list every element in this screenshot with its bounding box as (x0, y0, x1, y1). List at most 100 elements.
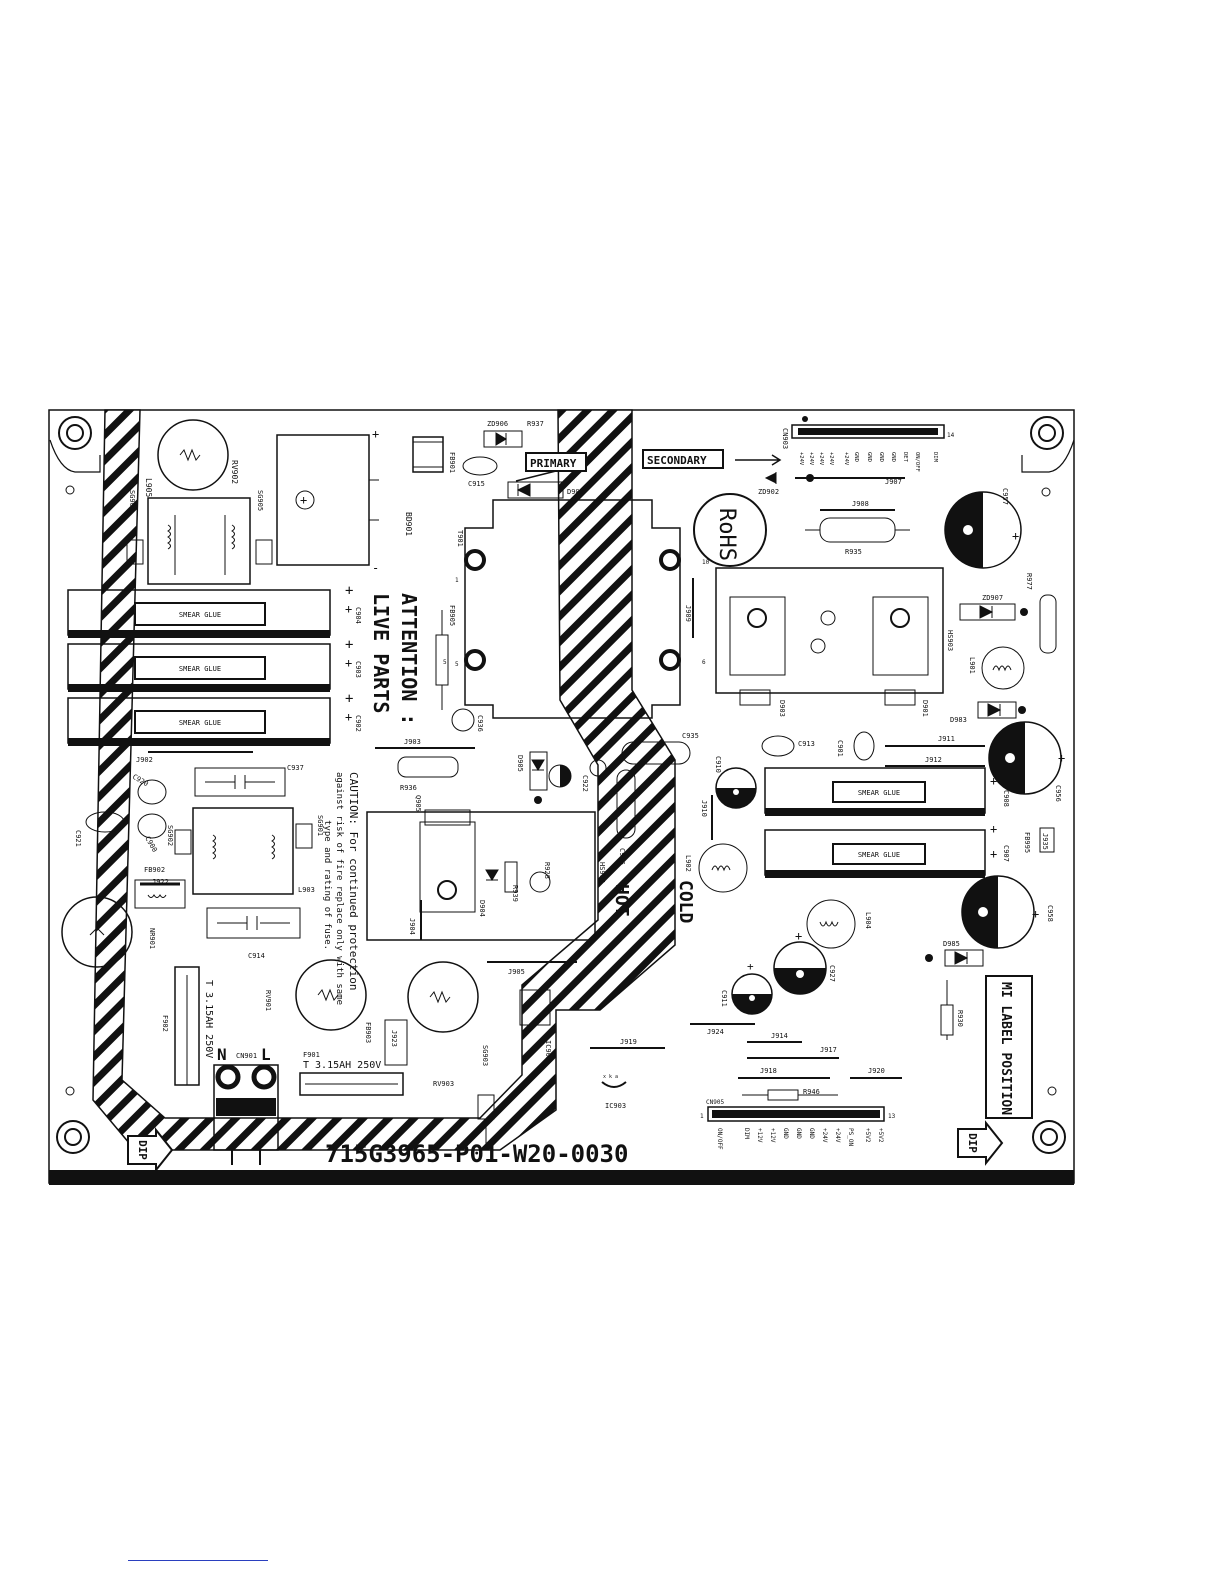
transformer-t901 (464, 499, 681, 719)
label-j904: J904 (408, 918, 416, 935)
label-ic902: IC902 (544, 1040, 552, 1061)
spark-gap-sg902 (174, 829, 192, 855)
resistor-r977 (1039, 594, 1057, 654)
inductor-l901 (981, 646, 1025, 690)
label-c908: C908 (1002, 790, 1010, 807)
smear-glue-label: SMEAR GLUE (858, 789, 900, 797)
ferrite-fb995 (1039, 827, 1055, 853)
capacitor-c936 (451, 708, 475, 732)
mounting-hole-bottom-right (1032, 1120, 1066, 1154)
label-j919: J919 (620, 1038, 637, 1046)
svg-text:+: + (795, 929, 802, 943)
label-j907: J907 (885, 478, 902, 486)
smear-glue-label: SMEAR GLUE (179, 611, 221, 619)
diode-d905 (529, 751, 548, 791)
spark-gap-sg905 (255, 539, 273, 565)
label-cn905: CN905 (706, 1099, 724, 1106)
cn905-pin-label: +24V (834, 1128, 841, 1143)
label-hs905: HS905 (598, 862, 606, 883)
capacitor-c903: SMEAR GLUE ++ C903 (67, 637, 362, 692)
mounting-hole-bottom-left (56, 1120, 90, 1154)
label-c922: C922 (581, 775, 589, 792)
label-rv902: RV902 (230, 460, 239, 484)
capacitor-c937 (194, 767, 286, 797)
cn905-pin-first: 1 (700, 1113, 704, 1120)
resistor-r939 (504, 861, 518, 893)
heatsink-hs903 (715, 567, 944, 694)
label-sg903: SG903 (481, 1045, 489, 1066)
label-c956: C956 (1054, 785, 1062, 802)
label-c921: C921 (74, 830, 82, 847)
t901-pin6: 6 (702, 659, 706, 666)
cn903-pin-label: DIM (932, 452, 938, 463)
label-d905: D905 (516, 755, 524, 772)
resistor-r930 (940, 1004, 954, 1036)
label-d983: D983 (950, 716, 967, 724)
svg-text:+: + (1012, 529, 1019, 543)
fuse-f901-rating: T 3.15AH 250V (303, 1060, 381, 1071)
capacitor-c913 (761, 735, 795, 757)
cn903-pin-label: +24V (808, 452, 814, 466)
label-r937: R937 (527, 420, 544, 428)
label-c911: C911 (720, 990, 728, 1007)
label-d902: D902 (567, 488, 584, 496)
dip-arrow-right: DIP (957, 1120, 1004, 1166)
cn905-pin-labels: ON/OFF DIM +12V +12V GND GND GND +24V +2… (716, 1128, 884, 1150)
cn905-pin-label: ON/OFF (716, 1128, 723, 1150)
label-j924: J924 (707, 1028, 724, 1036)
ferrite-fb903 (384, 1019, 408, 1066)
label-bd901: BD901 (404, 512, 413, 536)
cn903-pin-label: DET (902, 452, 908, 463)
hot-zone-label: HOT (611, 884, 632, 917)
label-j920: J920 (868, 1067, 885, 1075)
capacitor-c901 (853, 731, 875, 761)
zener-zd907 (959, 603, 1016, 621)
label-c936: C936 (476, 715, 484, 732)
label-c910: C910 (714, 756, 722, 773)
mount-tab-left (49, 439, 101, 473)
resistor-r935 (819, 517, 896, 543)
rectifier-d903 (729, 596, 786, 676)
label-c958: C958 (1046, 905, 1054, 922)
label-j935: J935 (1041, 833, 1049, 850)
zener-zd902 (764, 472, 777, 484)
label-r928: R928 (543, 862, 551, 879)
isolation-track (92, 409, 676, 1151)
capacitor-c908: SMEAR GLUE + C908 (764, 767, 1010, 816)
label-d903: D903 (778, 700, 786, 717)
label-r939: R939 (511, 885, 519, 902)
ic903-pins: x k a (603, 1074, 618, 1080)
label-j923: J923 (390, 1030, 398, 1047)
label-j912: J912 (925, 756, 942, 764)
live-parts-heading: LIVE PARTS (369, 593, 393, 713)
capacitor-c904: SMEAR GLUE ++ C904 (67, 583, 362, 638)
screw-icon (65, 1086, 75, 1096)
label-q905: Q905 (414, 795, 422, 812)
cn903-pin-label: GND (866, 452, 872, 462)
label-zd907: ZD907 (982, 594, 1003, 602)
label-fb905: FB905 (448, 605, 456, 626)
mi-label-text: MI LABEL POSITION (998, 982, 1013, 1115)
varistor-rv901 (295, 959, 367, 1031)
label-c957: C957 (1001, 488, 1009, 505)
label-fb901: FB901 (448, 452, 456, 473)
label-rv901: RV901 (264, 990, 272, 1011)
optocoupler-ic902 (519, 989, 551, 1026)
label-sg901: SG901 (316, 815, 324, 836)
svg-text:+: + (345, 637, 353, 653)
cn903-pin-label: GND (878, 452, 884, 462)
connector-cn901 (213, 1064, 279, 1151)
label-c904: C904 (354, 607, 362, 624)
zener-zd906 (483, 430, 523, 448)
choke-l905 (147, 497, 251, 585)
label-ic903: IC903 (605, 1102, 626, 1110)
cn903-pin-label: +24V (843, 452, 849, 466)
label-c937: C937 (287, 764, 304, 772)
svg-text:+: + (990, 822, 997, 836)
label-f902: F902 (161, 1015, 169, 1032)
cn905-pin-label: +24V (821, 1128, 828, 1143)
mounting-hole-top-left (58, 416, 92, 450)
label-c902: C902 (354, 715, 362, 732)
svg-text:-: - (372, 561, 379, 575)
